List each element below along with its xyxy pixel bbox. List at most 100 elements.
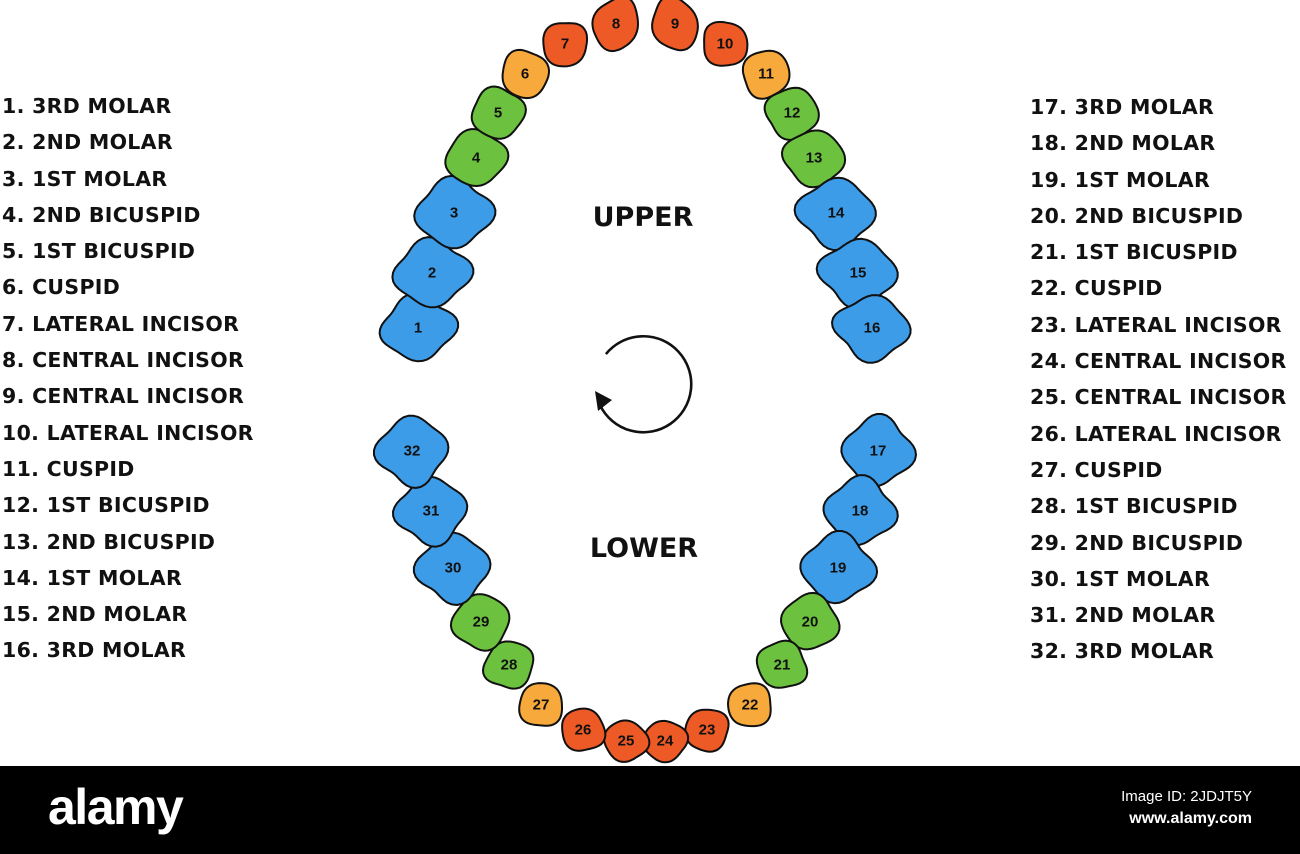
tooth-number-label: 1 — [414, 320, 422, 337]
tooth-number-label: 12 — [784, 105, 801, 122]
tooth-number-label: 26 — [575, 722, 592, 739]
clockwise-rotation-arrow-icon — [595, 335, 693, 434]
tooth-19: 19 — [799, 530, 879, 605]
legend-lower-item: 31. 2ND MOLAR — [1030, 603, 1216, 628]
tooth-13: 13 — [781, 129, 847, 189]
tooth-15: 15 — [815, 237, 899, 310]
tooth-20: 20 — [780, 591, 841, 651]
tooth-number-label: 14 — [828, 205, 845, 222]
tooth-6: 6 — [501, 48, 550, 100]
incisor-tooth-shape — [561, 707, 607, 752]
tooth-number-label: 8 — [612, 16, 620, 33]
tooth-12: 12 — [763, 86, 820, 141]
bicuspid-tooth-shape — [482, 640, 535, 690]
bicuspid-tooth-shape — [781, 129, 847, 189]
brand-logo: alamy — [48, 779, 184, 835]
legend-lower-item: 19. 1ST MOLAR — [1030, 167, 1211, 192]
molar-tooth-shape — [373, 414, 450, 489]
cuspid-tooth-shape — [501, 48, 550, 100]
legend-upper-item: 10. LATERAL INCISOR — [2, 420, 254, 445]
legend-upper-item: 1. 3RD MOLAR — [2, 94, 172, 118]
molar-tooth-shape — [815, 237, 899, 310]
tooth-26: 26 — [561, 707, 607, 752]
tooth-number-label: 24 — [657, 733, 674, 750]
legend-lower-item: 32. 3RD MOLAR — [1030, 639, 1215, 664]
site-url-text: www.alamy.com — [1129, 810, 1252, 827]
molar-tooth-shape — [822, 474, 899, 546]
tooth-number-label: 5 — [494, 105, 502, 122]
tooth-32: 32 — [373, 414, 450, 489]
tooth-24: 24 — [641, 719, 690, 764]
legend-upper-item: 7. LATERAL INCISOR — [2, 311, 240, 336]
tooth-number-label: 29 — [473, 614, 490, 631]
incisor-tooth-shape — [651, 0, 699, 52]
bicuspid-tooth-shape — [755, 639, 809, 689]
molar-tooth-shape — [799, 530, 879, 605]
legend-lower-item: 22. CUSPID — [1030, 276, 1163, 301]
legend-lower-item: 17. 3RD MOLAR — [1030, 95, 1215, 119]
legend-lower-item: 18. 2ND MOLAR — [1030, 131, 1216, 156]
legend-upper-item: 16. 3RD MOLAR — [2, 638, 187, 663]
tooth-number-label: 7 — [561, 36, 569, 53]
tooth-18: 18 — [822, 474, 899, 546]
tooth-number-label: 15 — [850, 265, 867, 282]
legend-upper-item: 14. 1ST MOLAR — [2, 565, 183, 590]
incisor-tooth-shape — [684, 708, 730, 753]
tooth-number-label: 17 — [870, 443, 887, 460]
molar-tooth-shape — [840, 413, 917, 488]
legend-upper-item: 5. 1ST BICUSPID — [2, 239, 196, 264]
incisor-tooth-shape — [641, 719, 690, 764]
tooth-10: 10 — [703, 21, 749, 67]
legend-lower-item: 25. CENTRAL INCISOR — [1030, 385, 1287, 410]
tooth-9: 9 — [651, 0, 699, 52]
tooth-31: 31 — [392, 475, 469, 548]
legend-upper-item: 3. 1ST MOLAR — [2, 166, 168, 191]
tooth-number-label: 28 — [501, 657, 518, 674]
tooth-22: 22 — [727, 682, 772, 728]
tooth-number-label: 3 — [450, 205, 458, 222]
bicuspid-tooth-shape — [470, 85, 527, 140]
molar-tooth-shape — [793, 176, 877, 252]
watermark-footer: alamy Image ID: 2JDJT5Y www.alamy.com — [0, 766, 1300, 854]
tooth-number-label: 31 — [423, 503, 440, 520]
tooth-7: 7 — [542, 22, 588, 68]
tooth-number-label: 32 — [404, 443, 421, 460]
tooth-number-label: 2 — [428, 265, 436, 282]
legend-upper-item: 11. CUSPID — [2, 456, 135, 481]
tooth-16: 16 — [831, 294, 912, 364]
legend-lower-item: 29. 2ND BICUSPID — [1030, 530, 1244, 555]
tooth-28: 28 — [482, 640, 535, 690]
tooth-number-label: 22 — [742, 697, 759, 714]
legend-lower-item: 21. 1ST BICUSPID — [1030, 240, 1238, 265]
incisor-tooth-shape — [591, 0, 639, 53]
legend-upper-item: 15. 2ND MOLAR — [2, 602, 188, 627]
tooth-5: 5 — [470, 85, 527, 140]
legend-upper-item: 6. CUSPID — [2, 275, 121, 300]
legend-lower-item: 28. 1ST BICUSPID — [1030, 494, 1238, 519]
bicuspid-tooth-shape — [780, 591, 841, 651]
tooth-number-label: 21 — [774, 657, 791, 674]
legend-lower-item: 30. 1ST MOLAR — [1030, 566, 1211, 591]
bicuspid-tooth-shape — [763, 86, 820, 141]
tooth-number-label: 10 — [717, 36, 734, 53]
tooth-number-label: 20 — [802, 614, 819, 631]
tooth-17: 17 — [840, 413, 917, 488]
tooth-number-label: 30 — [445, 560, 462, 577]
tooth-number-label: 23 — [699, 722, 716, 739]
cuspid-tooth-shape — [727, 682, 772, 728]
legend-lower-item: 20. 2ND BICUSPID — [1030, 203, 1244, 228]
tooth-8: 8 — [591, 0, 639, 53]
legend-upper-item: 4. 2ND BICUSPID — [2, 202, 201, 227]
legend-lower-item: 24. CENTRAL INCISOR — [1030, 349, 1287, 374]
legend-upper-item: 9. CENTRAL INCISOR — [2, 384, 245, 409]
tooth-number-label: 27 — [533, 697, 550, 714]
lower-jaw-label: LOWER — [590, 533, 698, 564]
legend-upper-teeth: 1. 3RD MOLAR 2. 2ND MOLAR 3. 1ST MOLAR 4. 2… — [2, 88, 254, 669]
legend-upper-item: 2. 2ND MOLAR — [2, 130, 173, 155]
tooth-number-label: 25 — [618, 733, 635, 750]
tooth-25: 25 — [603, 719, 651, 763]
molar-tooth-shape — [831, 294, 912, 364]
cuspid-tooth-shape — [518, 682, 563, 727]
legend-upper-item: 13. 2ND BICUSPID — [2, 529, 216, 554]
tooth-number-label: 13 — [806, 150, 823, 167]
